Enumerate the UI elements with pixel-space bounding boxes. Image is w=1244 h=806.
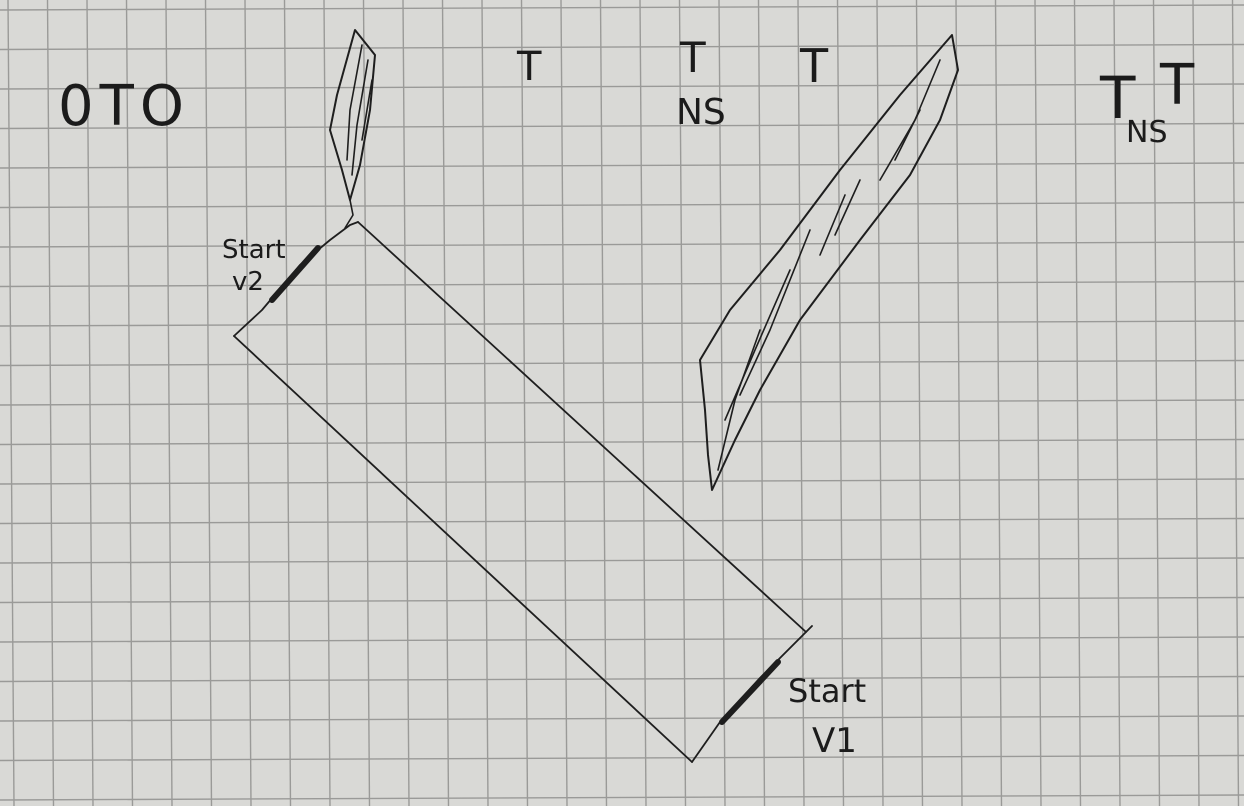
grid-vertical-line: [915, 0, 924, 806]
start-v1-marker: [719, 659, 781, 725]
grid-horizontal-line: [0, 517, 1244, 525]
label-t-e: T: [1159, 53, 1195, 118]
start-v2-word: Start: [222, 235, 286, 265]
start-v1-code: V1: [812, 721, 857, 761]
grid-vertical-line: [204, 0, 213, 806]
label-oto: 0TO: [58, 74, 190, 139]
grid-horizontal-line: [0, 636, 1244, 643]
grid-horizontal-line: [0, 715, 1244, 722]
shaded-strip-large: [699, 34, 959, 491]
grid-vertical-line: [1152, 0, 1161, 806]
grid-horizontal-line: [0, 478, 1244, 485]
grid-vertical-line: [757, 0, 766, 806]
grid-horizontal-line: [0, 320, 1244, 327]
grid-vertical-line: [1113, 0, 1121, 806]
grid-horizontal-line: [0, 399, 1244, 406]
label-t-b: T: [679, 33, 706, 82]
grid-vertical-line: [678, 0, 687, 806]
start-v2-marker: [269, 245, 321, 303]
grid-vertical-line: [125, 0, 134, 806]
grid-horizontal-line: [0, 4, 1244, 11]
grid-horizontal-line: [0, 122, 1244, 130]
label-ns-b: NS: [1126, 115, 1167, 150]
grid-horizontal-line: [0, 596, 1244, 604]
grid-horizontal-line: [0, 83, 1244, 90]
grid-vertical-line: [797, 0, 805, 806]
grid-horizontal-line: [0, 241, 1244, 248]
grid-vertical-line: [718, 0, 726, 806]
label-t-c: T: [799, 39, 829, 93]
start-v2-code: v2: [232, 267, 264, 297]
grid-vertical-line: [283, 0, 292, 806]
start-v1-word: Start: [788, 672, 866, 710]
grid-vertical-line: [165, 0, 173, 806]
grid-horizontal-line: [0, 201, 1244, 209]
grid-vertical-line: [86, 0, 94, 806]
grid-horizontal-line: [0, 280, 1244, 288]
grid-horizontal-line: [0, 359, 1244, 367]
grid-vertical-line: [1034, 0, 1042, 806]
grid-vertical-line: [46, 0, 55, 806]
grid-horizontal-line: [0, 794, 1244, 801]
grid-vertical-line: [994, 0, 1003, 806]
grid-vertical-line: [876, 0, 884, 806]
grid-horizontal-line: [0, 162, 1244, 169]
grid-vertical-line: [244, 0, 252, 806]
grid-vertical-line: [1073, 0, 1082, 806]
grid-vertical-line: [836, 0, 845, 806]
grid-vertical-line: [7, 0, 15, 806]
grid-vertical-line: [1192, 0, 1200, 806]
grid-vertical-line: [1231, 0, 1240, 806]
label-t-d: T: [1099, 64, 1136, 132]
grid-horizontal-line: [0, 557, 1244, 564]
grid-horizontal-line: [0, 754, 1244, 762]
label-t-a: T: [516, 44, 542, 90]
label-ns-a: NS: [676, 92, 726, 133]
grid-horizontal-line: [0, 438, 1244, 446]
shaded-strip-small: [329, 29, 376, 229]
grid-horizontal-line: [0, 675, 1244, 683]
grid-vertical-line: [955, 0, 963, 806]
grid-horizontal-line: [0, 43, 1244, 51]
